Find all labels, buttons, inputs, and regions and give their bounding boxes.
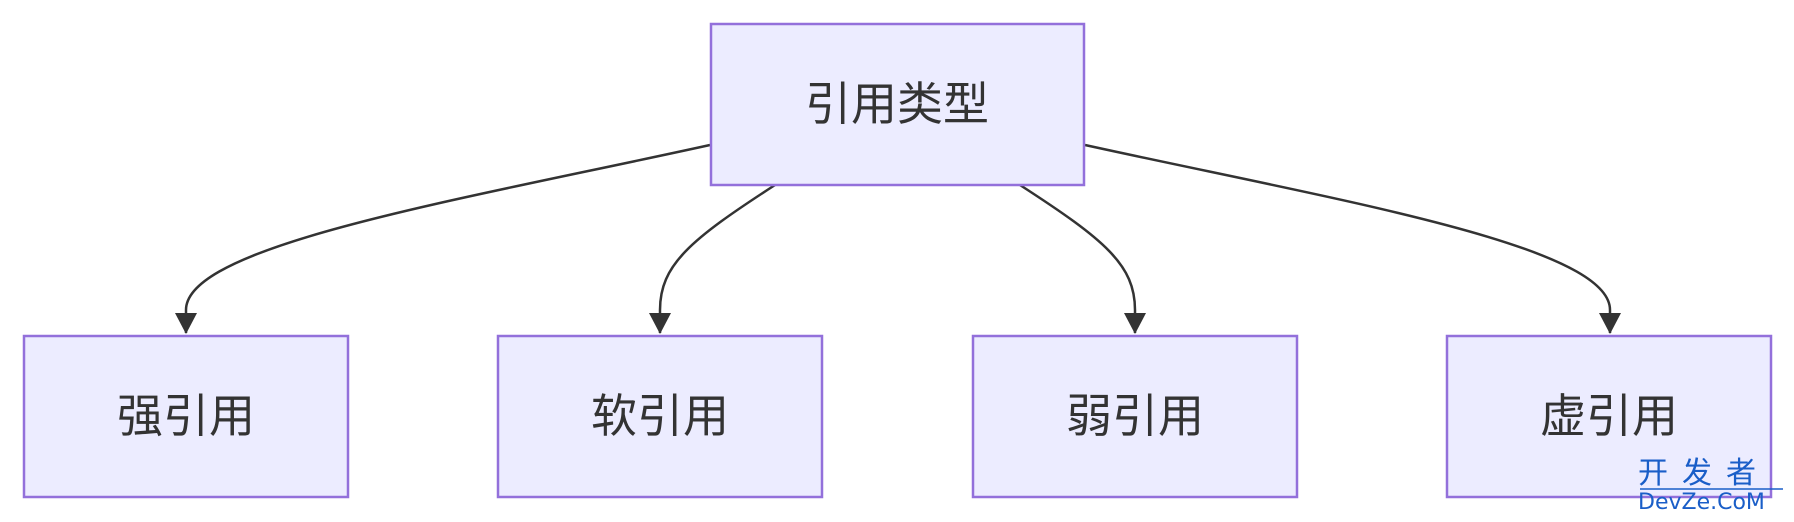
edge-root-to-soft-reference [658,183,776,333]
node-label-phantom-reference: 虚引用 [1540,389,1678,443]
arrowhead-phantom-reference [1599,313,1621,334]
node-reference-types: 引用类型 [709,22,1086,187]
node-soft-reference: 软引用 [496,334,824,499]
node-label-soft-reference: 软引用 [591,389,729,443]
watermark-cn-text: 开发者 [1638,456,1770,491]
node-weak-reference: 弱引用 [971,334,1299,499]
edge-root-to-phantom-reference [1084,143,1612,333]
node-strong-reference: 强引用 [22,334,350,499]
edge-root-to-weak-reference [1019,183,1137,333]
node-label-strong-reference: 强引用 [117,389,255,443]
node-label-reference-types: 引用类型 [805,77,989,131]
node-label-weak-reference: 弱引用 [1066,389,1204,443]
watermark: 开发者 DevZe.CoM [1638,456,1783,515]
edges [175,143,1621,334]
arrowhead-strong-reference [175,313,197,334]
edge-root-to-strong-reference [184,143,711,333]
watermark-en-text: DevZe.CoM [1638,490,1765,515]
arrowhead-weak-reference [1124,313,1146,334]
node-phantom-reference: 虚引用 [1445,334,1773,499]
arrowhead-soft-reference [649,313,671,334]
